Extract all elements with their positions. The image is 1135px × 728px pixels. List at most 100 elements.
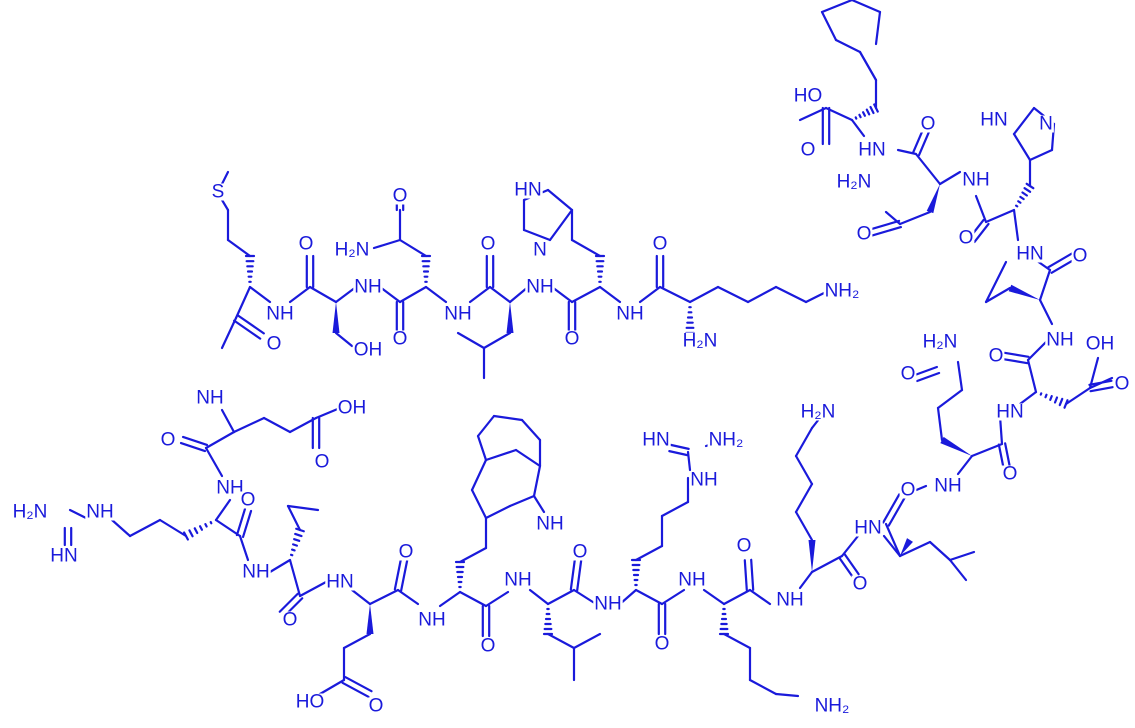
atom-label-o: O — [299, 234, 314, 255]
bond — [850, 118, 866, 138]
atom-label-nh: NH — [536, 514, 563, 535]
double-bond — [743, 559, 748, 592]
atom-label-nh: NH — [690, 470, 717, 491]
atom-label-o: O — [481, 636, 496, 657]
hash-bond — [1044, 393, 1048, 399]
atom-label-nh: NH — [196, 388, 223, 409]
phe-benzene — [820, 10, 838, 42]
bond — [1038, 298, 1054, 326]
atom-label-o: O — [853, 574, 868, 595]
atom-label-background — [853, 519, 883, 537]
lys2-side-chain — [774, 692, 800, 698]
bond — [372, 238, 402, 250]
atom-label-h2n_plain: H₂N — [13, 502, 48, 523]
atom-label-background — [1045, 331, 1075, 349]
atom-label-background — [333, 241, 371, 259]
bond — [398, 285, 428, 304]
atom-label-o: O — [959, 228, 974, 249]
bond — [220, 170, 230, 186]
atom-label-h2n_plain: H₂N — [837, 172, 872, 193]
atom-label-o: O — [481, 234, 496, 255]
gln-side-chain — [936, 406, 944, 442]
atom-label-background — [689, 471, 719, 489]
atom-label-oh: OH — [1086, 334, 1115, 355]
his2-imidazole — [1012, 106, 1036, 136]
bond — [546, 588, 576, 606]
atom-label-background — [775, 591, 805, 609]
bond — [468, 285, 492, 304]
atom-label-background — [294, 693, 326, 711]
his2-imidazole — [1012, 132, 1032, 162]
met-side-chain — [226, 238, 252, 258]
glu2-side-chain — [342, 632, 372, 650]
atom-label-background — [707, 431, 745, 449]
hash-bond — [193, 527, 199, 535]
double-bond — [576, 559, 583, 592]
hash-bond — [869, 105, 875, 115]
atom-label-o: O — [393, 329, 408, 350]
atom-label-background — [641, 431, 671, 449]
lys3-side-chain — [794, 510, 814, 542]
asn2-side-chain — [898, 210, 932, 226]
bond — [334, 331, 354, 348]
atom-label-background — [479, 235, 497, 253]
val-side-chain — [286, 504, 302, 532]
bond — [970, 442, 1004, 458]
atom-label-oh: OH — [354, 340, 383, 361]
lys-side-chain — [716, 285, 750, 304]
atom-label-background — [957, 229, 975, 247]
bond — [424, 285, 448, 304]
double-bond — [750, 558, 755, 591]
atom-label-hn: HN — [996, 402, 1023, 423]
leu2-side-chain — [546, 632, 576, 650]
atom-label-nh: NH — [242, 562, 269, 583]
atom-label-nh: NH — [418, 610, 445, 631]
atom-label-background — [325, 573, 355, 591]
atom-label-o: O — [161, 430, 176, 451]
atom-label-h2n_plain: H₂N — [923, 332, 958, 353]
bond — [948, 558, 968, 582]
arg2-side-chain — [634, 544, 664, 562]
bond — [68, 508, 88, 520]
atom-label-background — [677, 571, 707, 589]
hash-bond — [1023, 187, 1032, 193]
val2-side-chain — [984, 286, 1012, 304]
atom-label-o: O — [315, 452, 330, 473]
atom-label-background — [921, 333, 959, 351]
hash-bond — [1019, 195, 1025, 201]
double-bond — [865, 225, 903, 239]
atom-label-o: O — [921, 114, 936, 135]
atom-label-background — [265, 305, 295, 323]
phe-benzene — [850, 0, 882, 14]
bond — [1026, 338, 1050, 362]
atom-label-hn: HN — [50, 546, 77, 567]
bond — [570, 285, 602, 304]
phe-benzene — [820, 0, 854, 14]
atom-label-o: O — [901, 480, 916, 501]
bond — [396, 588, 420, 606]
atom-label-background — [159, 431, 177, 449]
atom-label-background — [919, 115, 937, 133]
bond — [702, 588, 726, 606]
phe-carboxyl — [824, 106, 854, 122]
glu-side-chain — [262, 416, 292, 434]
trp-benzene — [520, 418, 542, 442]
atom-label-n: N — [1039, 114, 1053, 135]
atom-label-background — [681, 332, 719, 350]
atom-label-o: O — [1073, 246, 1088, 267]
atom-label-background — [210, 183, 226, 201]
bond — [938, 170, 962, 186]
glu-side-chain — [288, 416, 318, 434]
trp-indole — [514, 448, 542, 468]
atom-label-background — [1113, 375, 1131, 393]
phe-benzene — [874, 10, 882, 46]
bond — [1026, 358, 1038, 394]
double-bond — [887, 496, 906, 527]
double-bond — [838, 556, 855, 579]
bond — [884, 522, 902, 558]
atom-label-o: O — [241, 490, 256, 511]
trp-benzene — [476, 434, 488, 462]
atom-label-background — [397, 543, 415, 561]
atom-label-background — [195, 389, 225, 407]
bond — [974, 194, 988, 224]
